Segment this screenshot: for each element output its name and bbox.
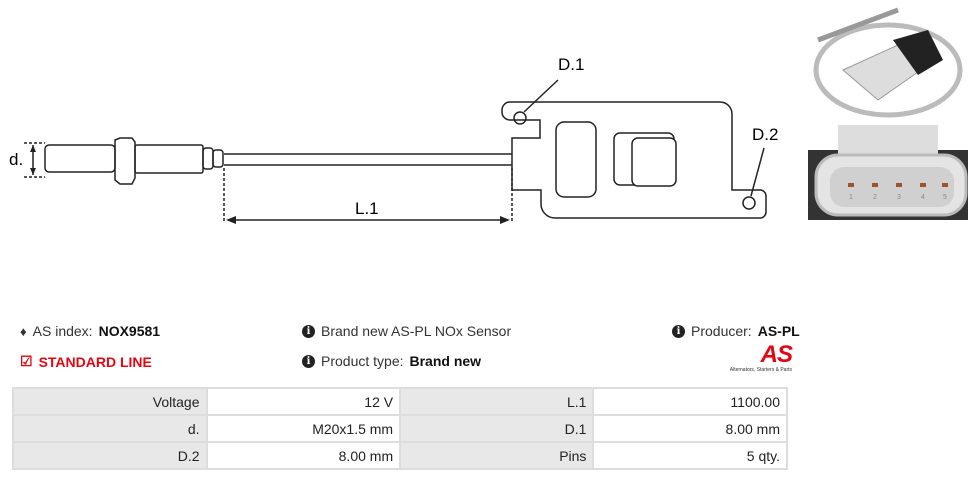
hex-nut [114, 137, 136, 185]
spec-value: 5 qty. [592, 441, 788, 470]
product-type-value: Brand new [409, 353, 482, 369]
product-photo [813, 7, 963, 118]
spec-value: 1100.00 [592, 387, 788, 416]
standard-line-label: STANDARD LINE [38, 353, 152, 370]
description: i Brand new AS-PL NOx Sensor [302, 323, 511, 339]
spec-value: 12 V [205, 387, 402, 416]
pin-number: 3 [897, 194, 901, 201]
spec-key: Voltage [12, 387, 208, 416]
logo-tagline: Alternators, Starters & Parts [729, 367, 792, 373]
producer: i Producer: AS-PL [672, 323, 800, 339]
as-index: ♦ AS index: NOX9581 [20, 323, 160, 339]
sensor-tip [44, 144, 116, 173]
connector-photo: 1 2 3 4 5 [808, 125, 968, 220]
producer-value: AS-PL [757, 323, 800, 339]
spec-key: D.2 [12, 441, 208, 470]
spec-value: 8.00 mm [205, 441, 402, 470]
pin-number: 2 [873, 194, 877, 201]
check-square-icon: ☑ [20, 353, 33, 369]
spec-key: L.1 [399, 387, 595, 416]
info-icon: i [302, 324, 315, 338]
producer-label: Producer: [691, 323, 752, 339]
spec-key: Pins [399, 441, 595, 470]
index-value: NOX9581 [98, 323, 161, 339]
product-type: i Product type: Brand new [302, 353, 481, 369]
logo-text: AS [760, 341, 793, 368]
spec-value: M20x1.5 mm [205, 414, 402, 443]
technical-drawing: d. L.1 D.1 D.2 [9, 55, 778, 224]
label-d1: D.1 [558, 55, 584, 74]
pin-number: 4 [921, 194, 925, 201]
label-l1: L.1 [355, 199, 379, 218]
label-d: d. [9, 150, 23, 169]
spec-value: 8.00 mm [592, 414, 788, 443]
label-d2: D.2 [752, 125, 778, 144]
pin-number: 1 [849, 194, 853, 201]
spec-key: d. [12, 414, 208, 443]
pin-number: 5 [943, 194, 947, 201]
description-text: Brand new AS-PL NOx Sensor [321, 323, 512, 339]
index-label: AS index: [32, 323, 93, 339]
info-icon: i [302, 354, 315, 368]
tags-icon: ♦ [20, 323, 27, 339]
product-type-label: Product type: [321, 353, 404, 369]
control-unit [501, 101, 767, 219]
as-pl-logo: AS Alternators, Starters & Parts [712, 341, 793, 374]
spec-key: D.1 [399, 414, 595, 443]
standard-line: ☑ STANDARD LINE [20, 353, 152, 370]
info-icon: i [672, 324, 685, 338]
sensor-body [134, 144, 204, 174]
